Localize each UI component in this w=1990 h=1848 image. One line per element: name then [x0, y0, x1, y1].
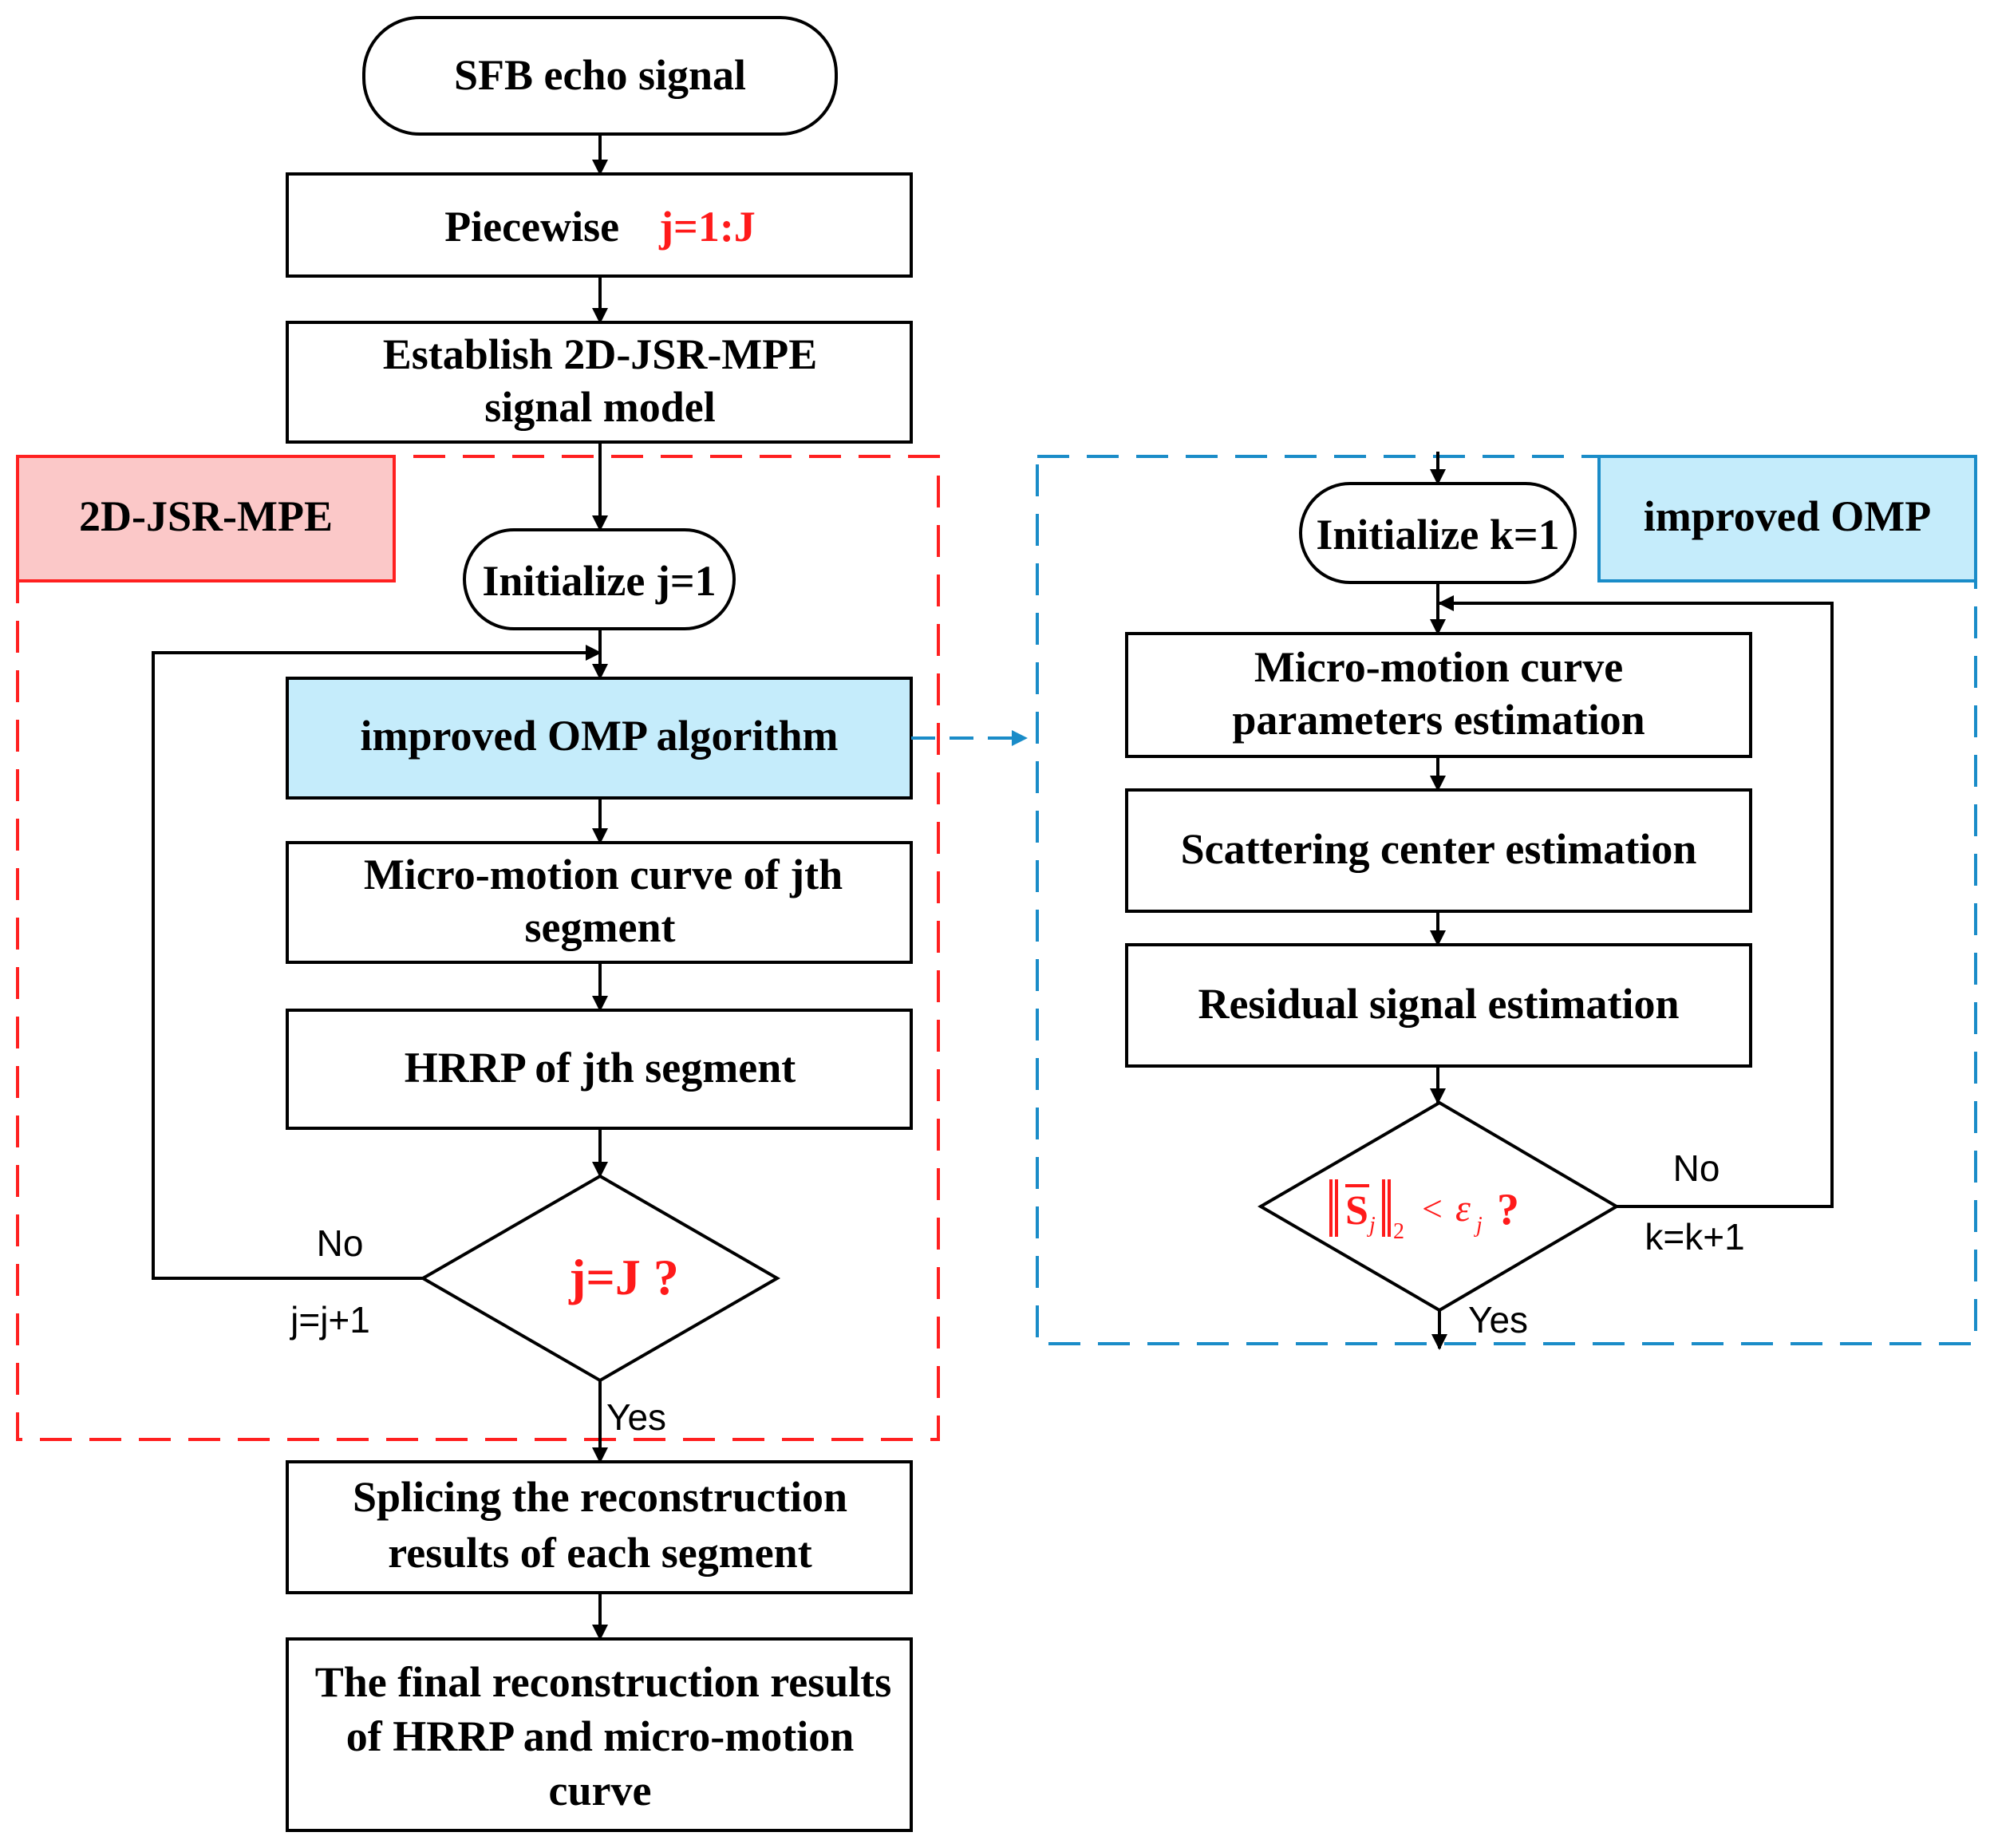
label-left-increment: j=j+1	[289, 1299, 370, 1341]
epsilon: ε	[1455, 1187, 1471, 1230]
region-improved-omp	[1036, 455, 1977, 1345]
decision-j-label: j=J ?	[568, 1249, 679, 1305]
decision-k-condition: S j 2 < ε j ?	[1329, 1179, 1519, 1244]
splice-label-line2: results of each segment	[388, 1529, 811, 1577]
establish-label-line2: signal model	[484, 383, 716, 431]
scatter-label: Scattering center estimation	[1181, 825, 1697, 873]
region-title-box-left	[16, 455, 396, 582]
piecewise-label: Piecewise j=1:J	[444, 203, 756, 251]
start-node-label: SFB echo signal	[454, 51, 746, 99]
less-than: <	[1422, 1188, 1443, 1229]
final-label-line2: of HRRP and micro-motion	[346, 1712, 854, 1760]
improved-omp-algorithm-label: improved OMP algorithm	[361, 712, 839, 760]
label-left-no: No	[317, 1222, 364, 1264]
params-label-line1: Micro-motion curve	[1254, 643, 1623, 691]
label-left-yes: Yes	[606, 1396, 666, 1438]
params-label-line2: parameters estimation	[1232, 696, 1645, 744]
micro-motion-label-line1: Micro-motion curve of jth	[364, 851, 843, 898]
norm-sub-2: 2	[1393, 1219, 1404, 1244]
residual-label: Residual signal estimation	[1198, 980, 1679, 1028]
norm-sub-j: j	[1367, 1213, 1376, 1238]
hrrp-label: HRRP of jth segment	[405, 1044, 796, 1092]
piecewise-text: Piecewise	[444, 203, 619, 251]
decision-k-qmark: ?	[1497, 1185, 1519, 1234]
final-label-line3: curve	[549, 1767, 652, 1814]
region-title-right: improved OMP	[1644, 492, 1931, 540]
edge-loop-no-j	[152, 645, 602, 1280]
norm-base: S	[1345, 1188, 1368, 1234]
label-right-yes: Yes	[1468, 1299, 1528, 1341]
edge-loop-no-k	[1438, 595, 1834, 1208]
label-right-increment: k=k+1	[1645, 1216, 1744, 1258]
region-2d-jsr-mpe	[16, 455, 940, 1441]
init-j-label: Initialize j=1	[482, 557, 716, 605]
region-title-left: 2D-JSR-MPE	[79, 492, 333, 540]
splice-label-line1: Splicing the reconstruction	[353, 1473, 847, 1521]
final-box	[286, 1637, 913, 1832]
init-k-label: Initialize k=1	[1316, 511, 1559, 559]
final-label-line1: The final reconstruction results	[315, 1658, 892, 1706]
label-right-no: No	[1673, 1147, 1720, 1189]
region-title-box-right	[1597, 455, 1977, 582]
piecewise-range: j=1:J	[658, 203, 756, 251]
establish-label-line1: Establish 2D-JSR-MPE	[383, 330, 818, 378]
micro-motion-label-line2: segment	[525, 903, 676, 951]
epsilon-sub-j: j	[1474, 1213, 1483, 1238]
scatter-box	[1125, 788, 1752, 913]
